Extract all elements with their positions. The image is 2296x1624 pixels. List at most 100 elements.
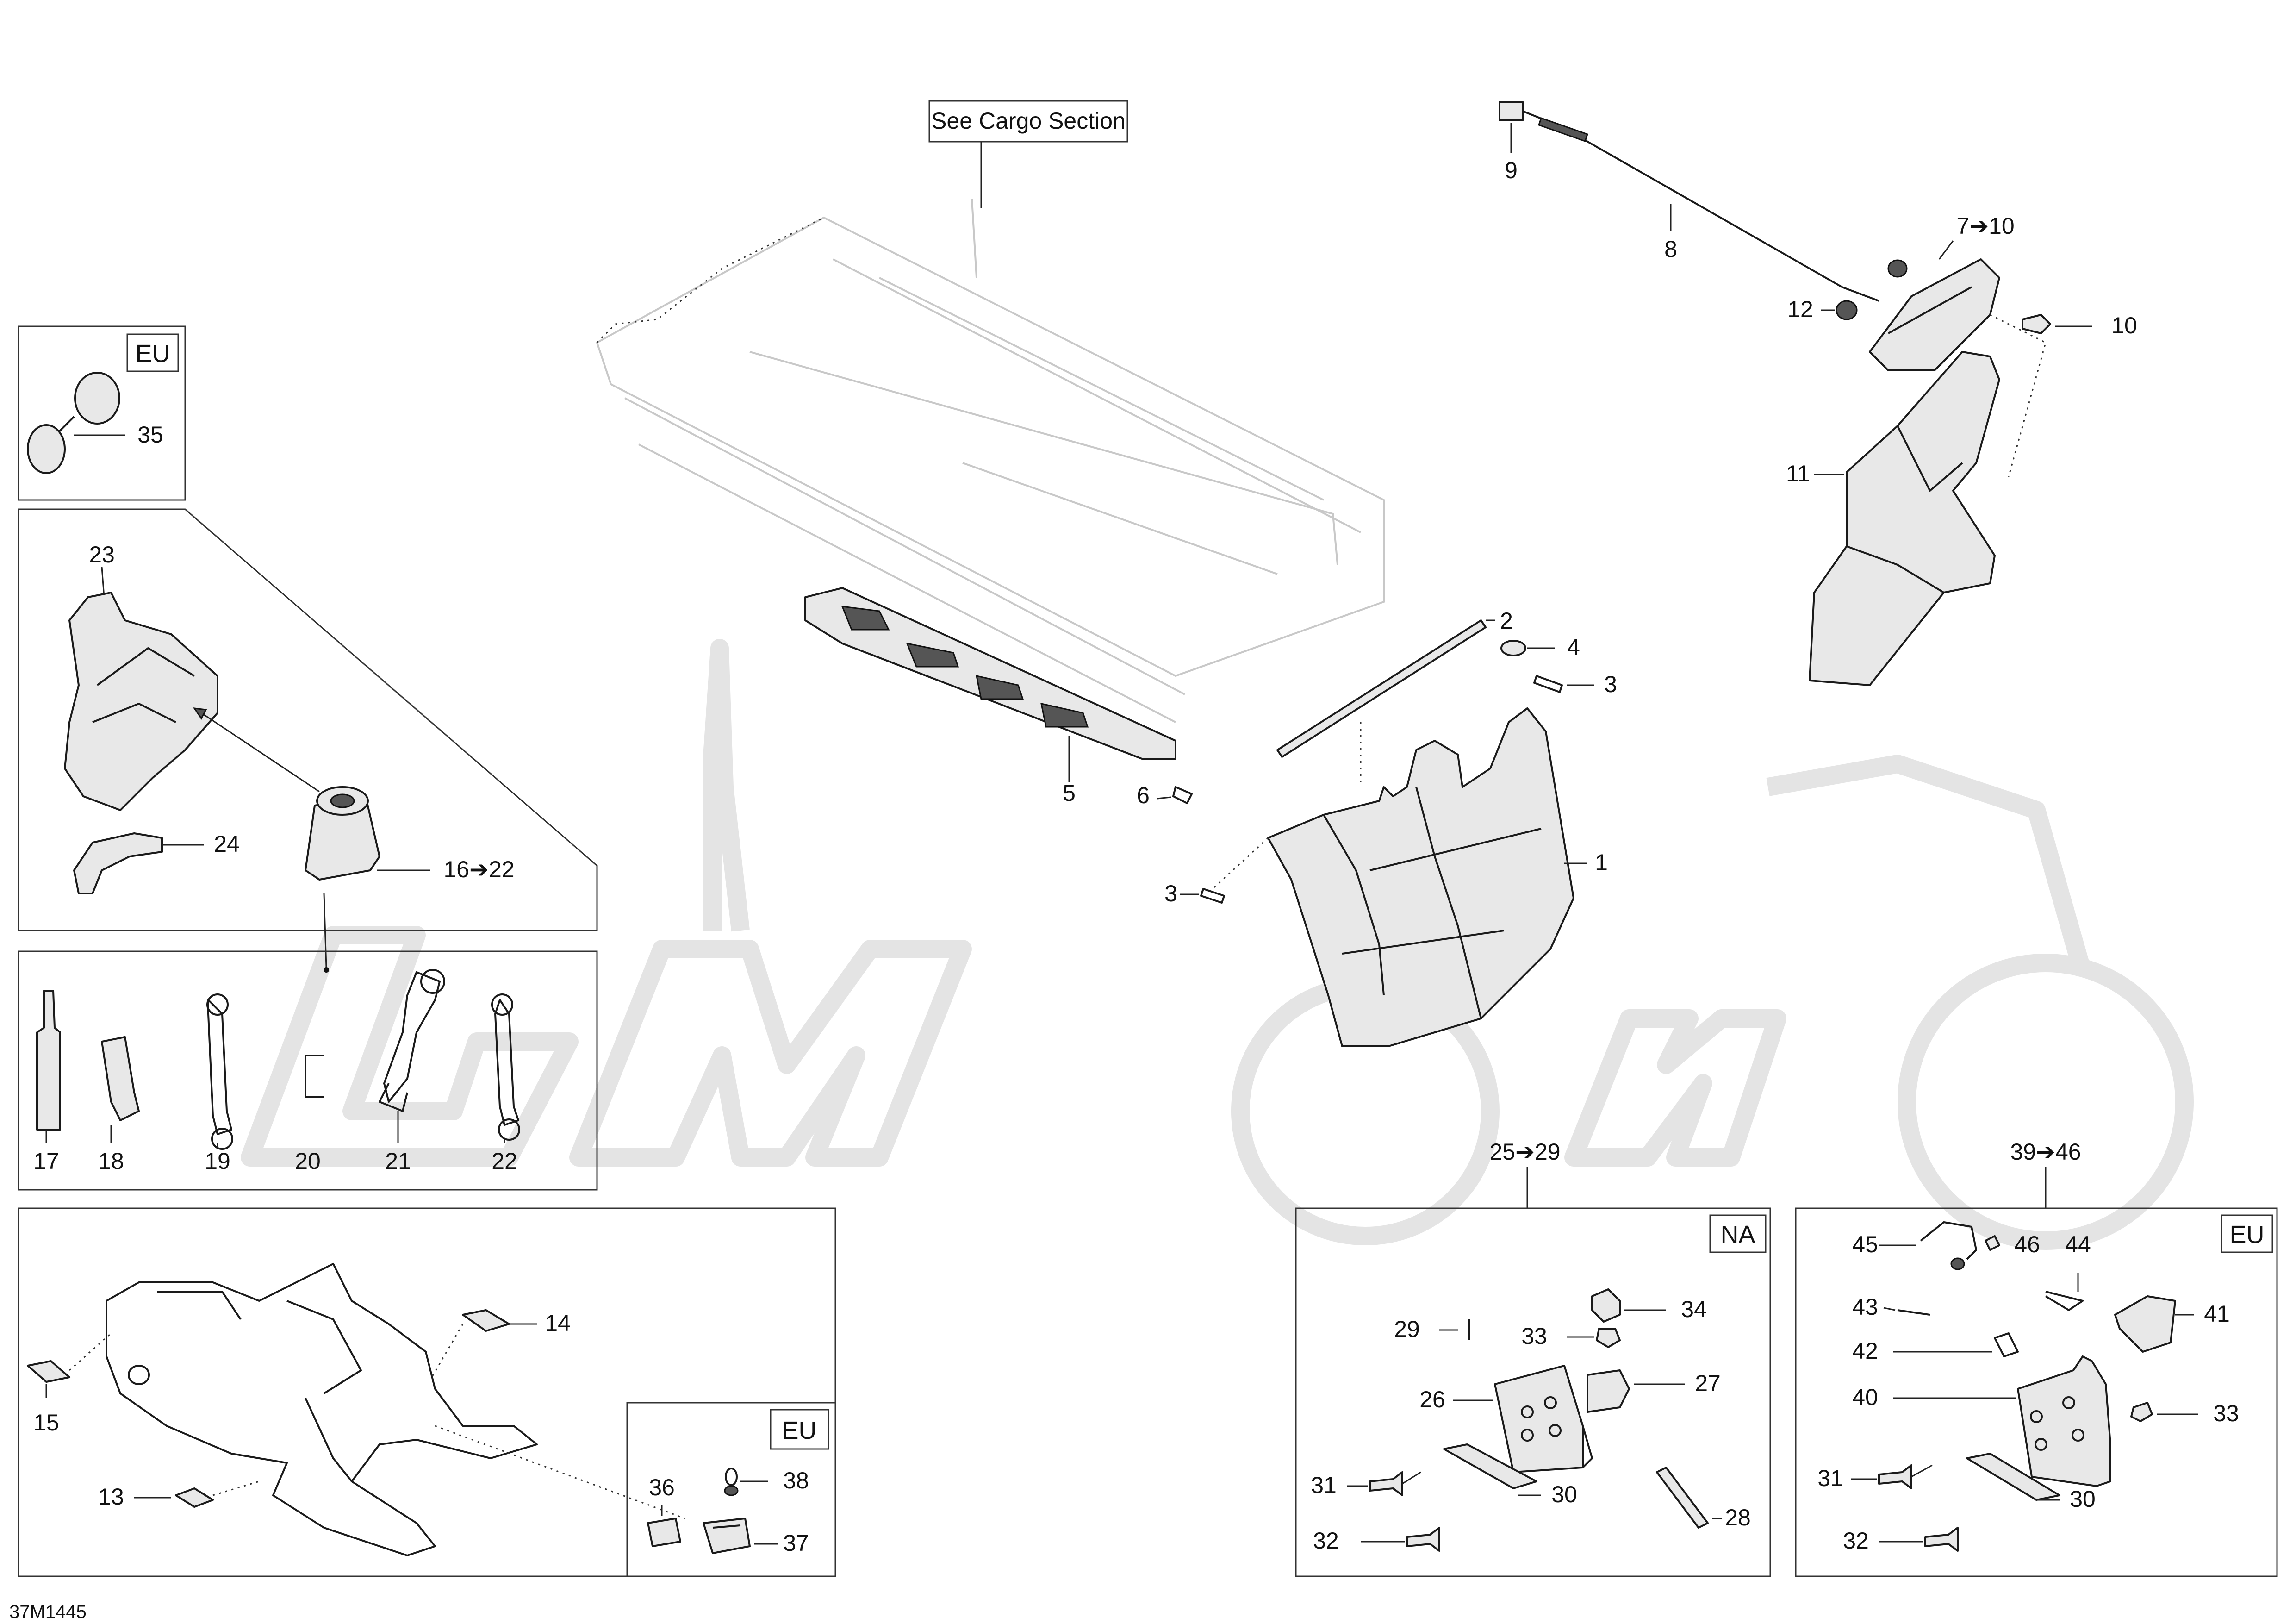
bushing-34 (1591, 1288, 1621, 1323)
callout-24: 24 (214, 831, 240, 857)
rivet-strip (1276, 619, 1487, 758)
plate-26 (1494, 1365, 1584, 1473)
clip-44 (2045, 1291, 2084, 1311)
callout-38: 38 (783, 1468, 809, 1493)
na-tag: NA (1720, 1221, 1755, 1249)
nut-33-na (1596, 1328, 1621, 1348)
grommet (1887, 259, 1908, 278)
bolt-31-na (1369, 1471, 1403, 1496)
callout-30a: 30 (1551, 1481, 1577, 1507)
callout-3a: 3 (1604, 671, 1617, 697)
callout-31b: 31 (1817, 1465, 1843, 1491)
callout-28: 28 (1725, 1505, 1751, 1530)
taillight-assembly: 9 8 7➔10 12 10 11 (1499, 101, 2137, 686)
callout-4: 4 (1567, 634, 1580, 660)
tools-row-box: 17 18 19 20 21 22 (18, 950, 598, 1191)
nut-33-eu (2130, 1402, 2153, 1422)
rivet-3-right (1533, 675, 1563, 693)
callout-20: 20 (295, 1148, 321, 1174)
rivet-3-left (1200, 888, 1225, 904)
wrench-19 (207, 999, 232, 1135)
pad-30-na (1443, 1443, 1537, 1489)
callout-11: 11 (1786, 461, 1810, 487)
callout-45: 45 (1852, 1231, 1878, 1257)
callout-43: 43 (1852, 1294, 1878, 1320)
callout-42: 42 (1852, 1338, 1878, 1364)
callout-16-22: 16➔22 (443, 856, 514, 882)
bolt-31-eu (1878, 1464, 1912, 1489)
callout-32b: 32 (1843, 1528, 1869, 1554)
tab-27 (1587, 1369, 1630, 1413)
cable-45 (1920, 1221, 1977, 1260)
callout-25-29: 25➔29 (1489, 1139, 1560, 1165)
callout-13: 13 (98, 1484, 124, 1510)
tool-kit-box: 23 24 16➔22 (18, 508, 598, 973)
hex-key-20 (305, 1055, 324, 1098)
callout-5: 5 (1063, 780, 1076, 806)
callout-10: 10 (2111, 312, 2137, 338)
strap-24 (73, 832, 163, 894)
callout-46: 46 (2014, 1231, 2040, 1257)
callout-8: 8 (1664, 236, 1677, 262)
pin-43 (1897, 1309, 1930, 1316)
callout-6: 6 (1137, 782, 1150, 808)
bracket-40 (2017, 1355, 2111, 1487)
side-deflector: 5 (804, 587, 1176, 806)
decals-box: 15 14 13 (18, 1207, 836, 1577)
callout-15: 15 (33, 1410, 59, 1436)
decal-13 (175, 1487, 214, 1508)
nut-46 (1985, 1235, 2000, 1251)
eu-tag-mirror: EU (135, 340, 170, 368)
callout-18: 18 (98, 1148, 124, 1174)
callout-41: 41 (2204, 1301, 2230, 1327)
reflector-37 (703, 1518, 751, 1554)
spanner-21 (383, 971, 441, 1103)
callout-40: 40 (1852, 1384, 1878, 1410)
callout-19: 19 (205, 1148, 230, 1174)
callout-39-46: 39➔46 (2010, 1139, 2081, 1165)
eu-mirror-box: EU 35 (18, 325, 186, 501)
fastener-6: 6 (1137, 782, 1193, 808)
callout-7-10: 7➔10 (1956, 213, 2014, 239)
cargo-section-note: See Cargo Section (928, 100, 1128, 208)
clip-41 (2114, 1295, 2176, 1353)
taillight-housing (1809, 351, 2000, 686)
eu-tag-decal: EU (782, 1417, 816, 1444)
callout-1: 1 (1595, 849, 1608, 875)
callout-3b: 3 (1164, 881, 1177, 906)
callout-34: 34 (1681, 1296, 1707, 1322)
pad-30-eu (1966, 1453, 2060, 1501)
nut-38 (725, 1468, 738, 1486)
eu-decal-box: EU 36 37 38 (626, 1402, 836, 1577)
tool-box-housing (64, 592, 218, 811)
mirror-head (74, 372, 120, 425)
bulb-10 (2022, 314, 2051, 334)
watermark (241, 639, 2194, 1250)
callout-32a: 32 (1313, 1528, 1339, 1554)
mirror-base (27, 424, 66, 474)
snowmobile-outline (106, 1263, 538, 1556)
drawing-code: 37M1445 (9, 1602, 87, 1622)
decal-14 (462, 1309, 510, 1332)
cargo-rack-reference (596, 199, 1385, 723)
eu-bracket-box: 39➔46 EU 45 46 44 41 43 42 40 33 30 (1795, 1139, 2278, 1577)
callout-31a: 31 (1311, 1472, 1337, 1498)
callout-17: 17 (33, 1148, 59, 1174)
rear-flap-assembly: 1 2 4 3 3 (1164, 608, 1617, 1047)
callout-35: 35 (137, 422, 163, 448)
callout-21: 21 (385, 1148, 411, 1174)
callout-30b: 30 (2070, 1486, 2096, 1512)
spring-42 (1994, 1332, 2019, 1357)
callout-22: 22 (492, 1148, 517, 1174)
callout-37: 37 (783, 1530, 809, 1556)
callout-36: 36 (649, 1474, 675, 1500)
callout-33a: 33 (1521, 1323, 1547, 1349)
callout-23: 23 (89, 542, 115, 568)
screwdriver-17 (36, 990, 61, 1131)
callout-26: 26 (1419, 1387, 1445, 1412)
bolt-32-eu (1924, 1527, 1959, 1552)
callout-2: 2 (1500, 608, 1513, 634)
socket-18 (101, 1036, 140, 1121)
callout-33b: 33 (2213, 1400, 2239, 1426)
